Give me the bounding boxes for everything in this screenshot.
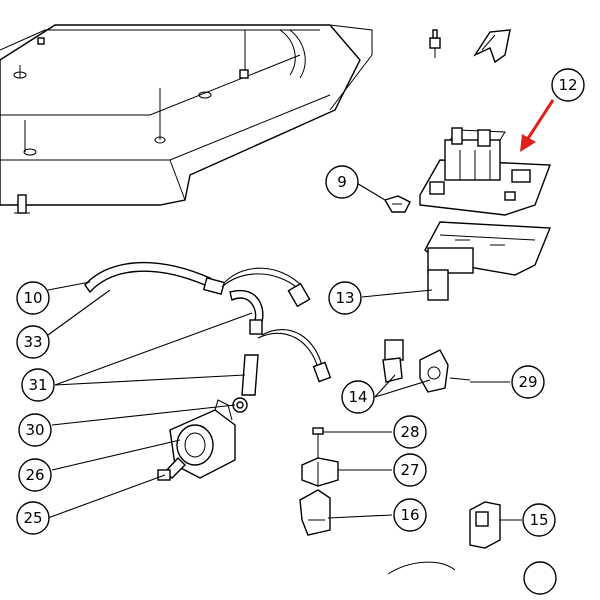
pin-part-28: [312, 427, 324, 460]
wire-harness: [221, 267, 311, 308]
callout-9: 9: [325, 165, 359, 199]
callout-26-label: 26: [25, 466, 44, 484]
callout-27: 27: [393, 453, 427, 487]
callout-16-label: 16: [400, 506, 419, 524]
callout-10-label: 10: [23, 289, 42, 307]
callout-26: 26: [18, 458, 52, 492]
callout-14: 14: [341, 380, 375, 414]
callout-31-label: 31: [28, 376, 47, 394]
callout-25: 25: [16, 501, 50, 535]
callout-9-label: 9: [337, 173, 347, 191]
callout-31: 31: [21, 368, 55, 402]
switch-assembly-part-14: [382, 339, 471, 393]
callout-partial-bottom: [523, 561, 557, 595]
callout-12-label: 12: [558, 76, 577, 94]
switch-part-27: [301, 457, 339, 487]
clip-part-9: [383, 195, 411, 213]
callout-27-label: 27: [400, 461, 419, 479]
callout-10: 10: [16, 281, 50, 315]
pump-part-26: [163, 399, 236, 479]
callout-30-label: 30: [25, 421, 44, 439]
callout-16: 16: [393, 498, 427, 532]
screw-fastener: [429, 29, 441, 58]
appliance-base: [0, 24, 373, 214]
part-15-block: [469, 501, 501, 549]
partial-part-bottom: [387, 561, 456, 575]
callout-13: 13: [328, 281, 362, 315]
leader-lines: [47, 181, 522, 521]
callout-12: 12: [551, 68, 585, 102]
callout-13-label: 13: [335, 289, 354, 307]
callout-29: 29: [511, 365, 545, 399]
hose-part-31-upper: [229, 289, 264, 335]
callout-25-label: 25: [23, 509, 42, 527]
control-board-part-12: [419, 127, 551, 216]
callout-15-label: 15: [529, 511, 548, 529]
callout-30: 30: [18, 413, 52, 447]
hose-part-31-lower: [241, 354, 259, 396]
tray-part-13: [424, 221, 552, 301]
callout-29-label: 29: [518, 373, 537, 391]
callout-14-label: 14: [348, 388, 367, 406]
callout-15: 15: [522, 503, 556, 537]
highlight-arrow: [520, 99, 555, 152]
clamp-part-30: [232, 397, 248, 413]
wire-lower: [257, 329, 332, 383]
callout-33: 33: [16, 325, 50, 359]
hose-part-10: [84, 261, 226, 295]
callout-28: 28: [393, 415, 427, 449]
bracket-part-16: [299, 489, 331, 536]
callout-33-label: 33: [23, 333, 42, 351]
callout-28-label: 28: [400, 423, 419, 441]
top-right-bracket: [473, 29, 511, 64]
